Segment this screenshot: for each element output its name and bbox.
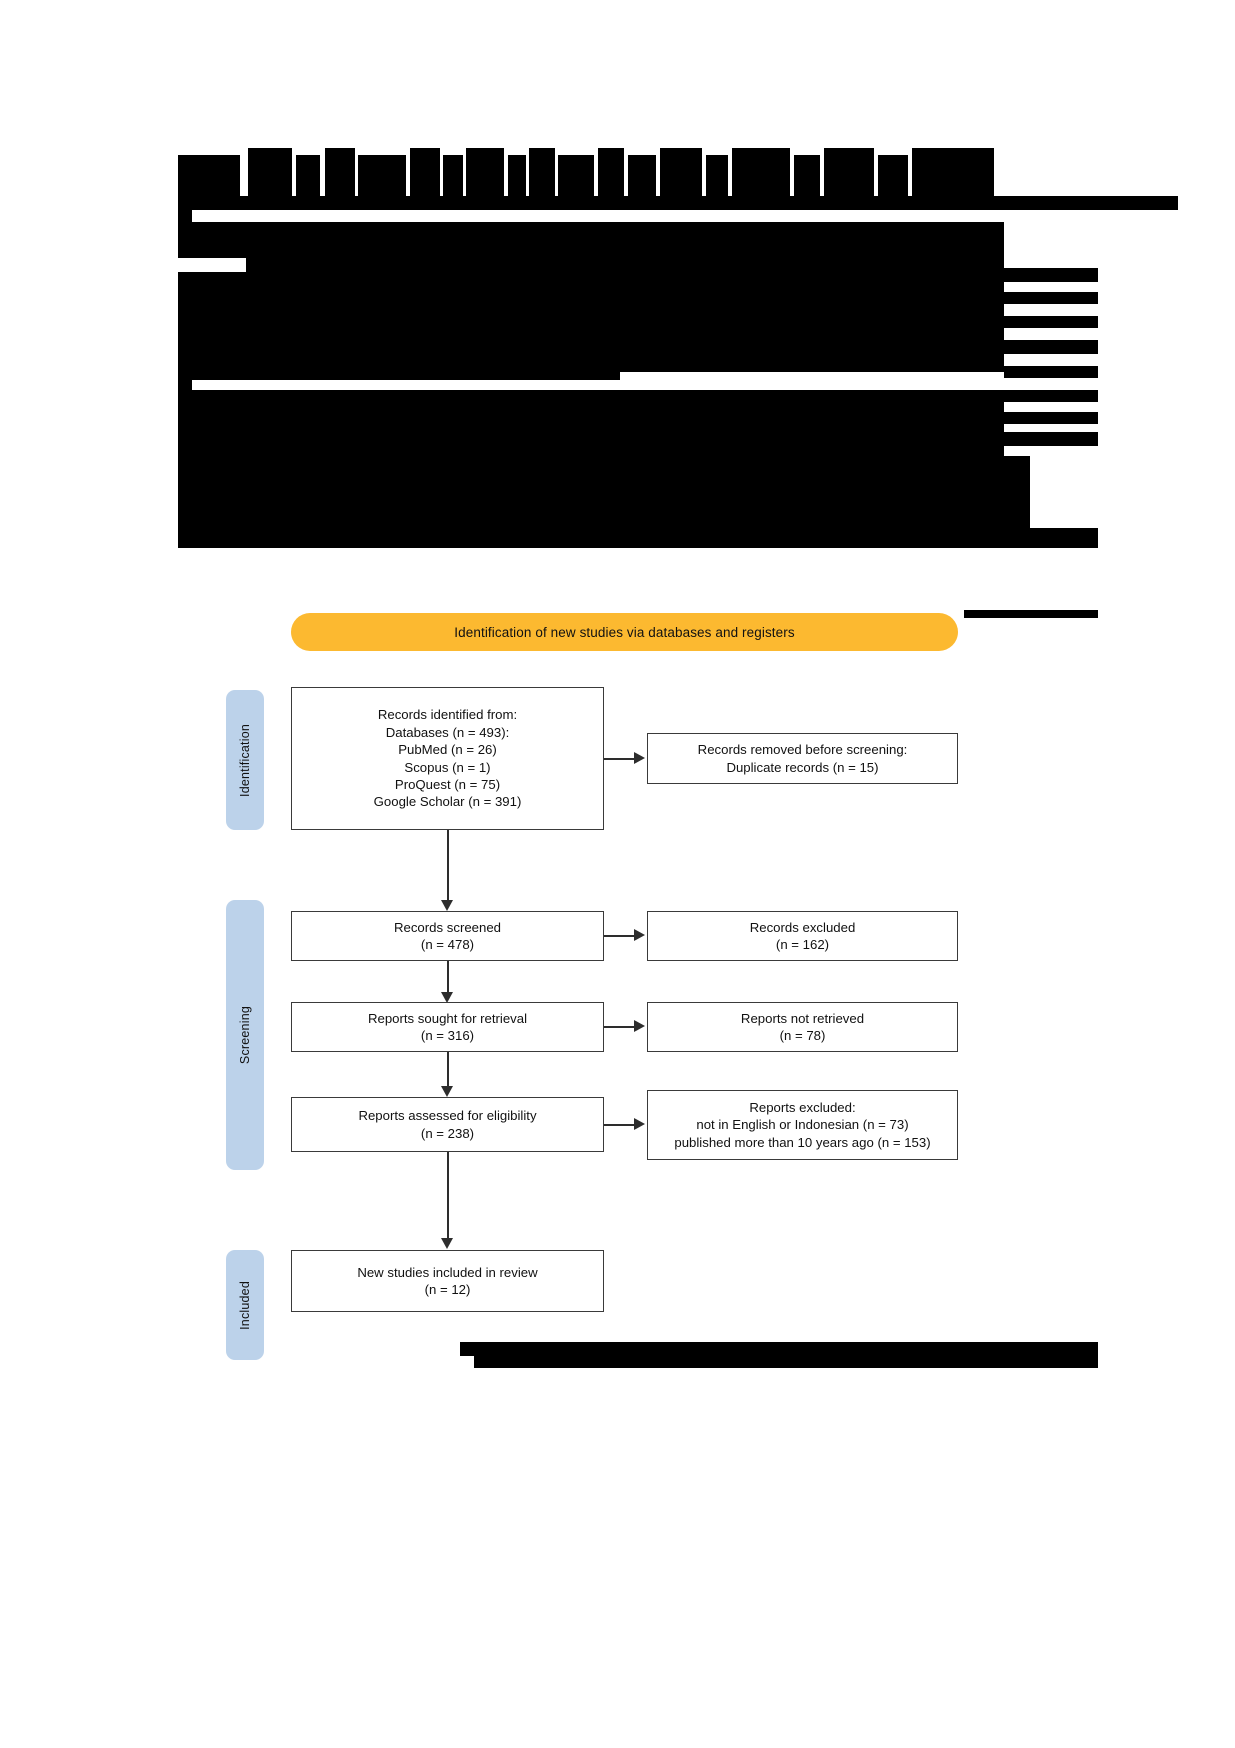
stage-tab-screening-label: Screening xyxy=(238,1005,252,1065)
node-records-removed: Records removed before screening: Duplic… xyxy=(647,733,958,784)
reports-sought-line-0: Reports sought for retrieval xyxy=(367,1010,528,1026)
page-rule-top xyxy=(964,610,1098,618)
node-reports-assessed: Reports assessed for eligibility (n = 23… xyxy=(291,1097,604,1152)
redacted-footer-bar-lower xyxy=(474,1356,1098,1368)
stage-tab-included: Included xyxy=(226,1250,264,1360)
reports-sought-line-1: (n = 316) xyxy=(420,1028,475,1043)
connector-assessed-to-included xyxy=(447,1152,449,1244)
connector-sought-to-assessed-arrow xyxy=(441,1086,453,1097)
stage-tab-identification: Identification xyxy=(226,690,264,830)
connector-assessed-to-included-arrow xyxy=(441,1238,453,1249)
reports-assessed-line-0: Reports assessed for eligibility xyxy=(358,1108,537,1124)
connector-sought-to-not-retrieved xyxy=(604,1026,636,1028)
reports-excluded-line-1: not in English or Indonesian (n = 73) xyxy=(696,1117,909,1133)
reports-assessed-line-1: (n = 238) xyxy=(420,1125,475,1141)
connector-sought-to-not-retrieved-arrow xyxy=(634,1020,645,1032)
records-identified-line-0: Records identified from: xyxy=(377,707,518,723)
node-records-identified: Records identified from: Databases (n = … xyxy=(291,687,604,830)
connector-identified-to-screened-arrow xyxy=(441,900,453,911)
reports-excluded-line-0: Reports excluded: xyxy=(749,1099,856,1115)
connector-screened-to-excluded-arrow xyxy=(634,929,645,941)
stage-tab-identification-label: Identification xyxy=(238,723,252,797)
reports-not-retrieved-line-1: (n = 78) xyxy=(779,1028,826,1043)
connector-screened-to-sought xyxy=(447,961,449,999)
connector-identified-to-screened xyxy=(447,830,449,906)
records-excluded-line-1: (n = 162) xyxy=(775,937,830,952)
node-reports-sought: Reports sought for retrieval (n = 316) xyxy=(291,1002,604,1052)
stage-tab-included-label: Included xyxy=(238,1280,252,1330)
records-identified-line-3: Scopus (n = 1) xyxy=(404,759,491,775)
records-removed-line-1: Duplicate records (n = 15) xyxy=(726,759,879,775)
node-reports-not-retrieved: Reports not retrieved (n = 78) xyxy=(647,1002,958,1052)
records-screened-line-1: (n = 478) xyxy=(420,937,475,952)
connector-sought-to-assessed xyxy=(447,1052,449,1092)
reports-not-retrieved-line-0: Reports not retrieved xyxy=(740,1010,865,1026)
prisma-flow-diagram: Identification of new studies via databa… xyxy=(0,600,1235,1380)
records-excluded-line-0: Records excluded xyxy=(749,919,856,935)
stage-tab-screening: Screening xyxy=(226,900,264,1170)
records-identified-line-5: Google Scholar (n = 391) xyxy=(373,794,522,810)
redacted-text-block xyxy=(0,0,1235,600)
connector-screened-to-sought-arrow xyxy=(441,992,453,1003)
redacted-footer-bar-upper xyxy=(460,1342,1098,1356)
records-identified-line-2: PubMed (n = 26) xyxy=(398,742,497,758)
reports-excluded-line-2: published more than 10 years ago (n = 15… xyxy=(674,1134,931,1150)
records-screened-line-0: Records screened xyxy=(393,919,502,935)
records-removed-line-0: Records removed before screening: xyxy=(697,742,908,758)
records-identified-line-1: Databases (n = 493): xyxy=(385,724,510,740)
node-records-excluded: Records excluded (n = 162) xyxy=(647,911,958,961)
connector-assessed-to-excluded xyxy=(604,1124,636,1126)
node-records-screened: Records screened (n = 478) xyxy=(291,911,604,961)
connector-identified-to-removed xyxy=(604,758,636,760)
connector-identified-to-removed-arrow xyxy=(634,752,645,764)
node-studies-included: New studies included in review (n = 12) xyxy=(291,1250,604,1312)
connector-screened-to-excluded xyxy=(604,935,636,937)
connector-assessed-to-excluded-arrow xyxy=(634,1118,645,1130)
diagram-banner: Identification of new studies via databa… xyxy=(291,613,958,651)
records-identified-line-4: ProQuest (n = 75) xyxy=(394,776,501,792)
studies-included-line-1: (n = 12) xyxy=(424,1282,471,1297)
studies-included-line-0: New studies included in review xyxy=(357,1264,538,1280)
node-reports-excluded: Reports excluded: not in English or Indo… xyxy=(647,1090,958,1160)
diagram-banner-label: Identification of new studies via databa… xyxy=(454,624,795,640)
